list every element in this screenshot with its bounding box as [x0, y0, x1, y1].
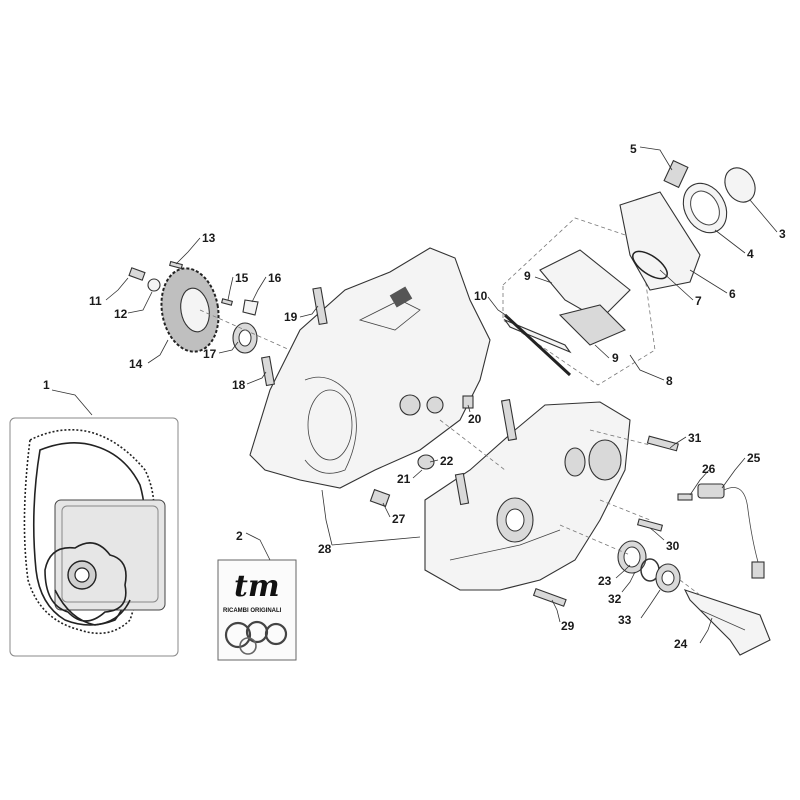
callout-21: 21: [397, 472, 411, 486]
leader-lines: [51, 146, 778, 644]
small-fasteners: [128, 260, 518, 508]
callout-31: 31: [688, 431, 702, 445]
callout-29: 29: [561, 619, 575, 633]
callout-8: 8: [666, 374, 673, 388]
callout-12: 12: [114, 307, 128, 321]
crankcase-right-half: [424, 401, 631, 591]
callout-33: 33: [618, 613, 632, 627]
reed-valve-assembly: [502, 159, 756, 386]
callout-16: 16: [268, 271, 282, 285]
callout-25: 25: [747, 451, 761, 465]
callout-27: 27: [392, 512, 406, 526]
callout-10: 10: [474, 289, 488, 303]
callout-23: 23: [598, 574, 612, 588]
callout-30: 30: [666, 539, 680, 553]
callout-26: 26: [702, 462, 716, 476]
callout-22: 22: [440, 454, 454, 468]
callout-3: 3: [779, 227, 786, 241]
callout-20: 20: [468, 412, 482, 426]
callout-14: 14: [129, 357, 143, 371]
kit-caption: RICAMBI ORIGINALI: [223, 608, 282, 614]
callout-19: 19: [284, 310, 298, 324]
assembly-lines: [199, 309, 701, 596]
callout-9-upper: 9: [524, 269, 531, 283]
callout-17: 17: [203, 347, 217, 361]
callout-32: 32: [608, 592, 622, 606]
callout-labels: 1 2 3 4 5 6 7 8 9 9 10 11 12 13 14 15 16…: [43, 142, 786, 651]
balancer-gear: [160, 267, 220, 353]
callout-13: 13: [202, 231, 216, 245]
callout-2: 2: [236, 529, 243, 543]
kit-brand-logo: tm: [234, 569, 280, 604]
callout-28: 28: [318, 542, 332, 556]
callout-15: 15: [235, 271, 249, 285]
callout-6: 6: [729, 287, 736, 301]
callout-4: 4: [747, 247, 754, 261]
callout-9-lower: 9: [612, 351, 619, 365]
pickup-sensor: [677, 483, 765, 579]
callout-24: 24: [674, 637, 688, 651]
callout-1: 1: [43, 378, 50, 392]
callout-18: 18: [232, 378, 246, 392]
callout-7: 7: [695, 294, 702, 308]
crankcase-left-half: [249, 247, 491, 489]
callout-5: 5: [630, 142, 637, 156]
callout-11: 11: [89, 294, 102, 308]
gasket-kit-panel: [9, 417, 179, 657]
seal-kit-bag: tm RICAMBI ORIGINALI: [217, 559, 297, 661]
shaft-and-bearings: [532, 435, 771, 656]
